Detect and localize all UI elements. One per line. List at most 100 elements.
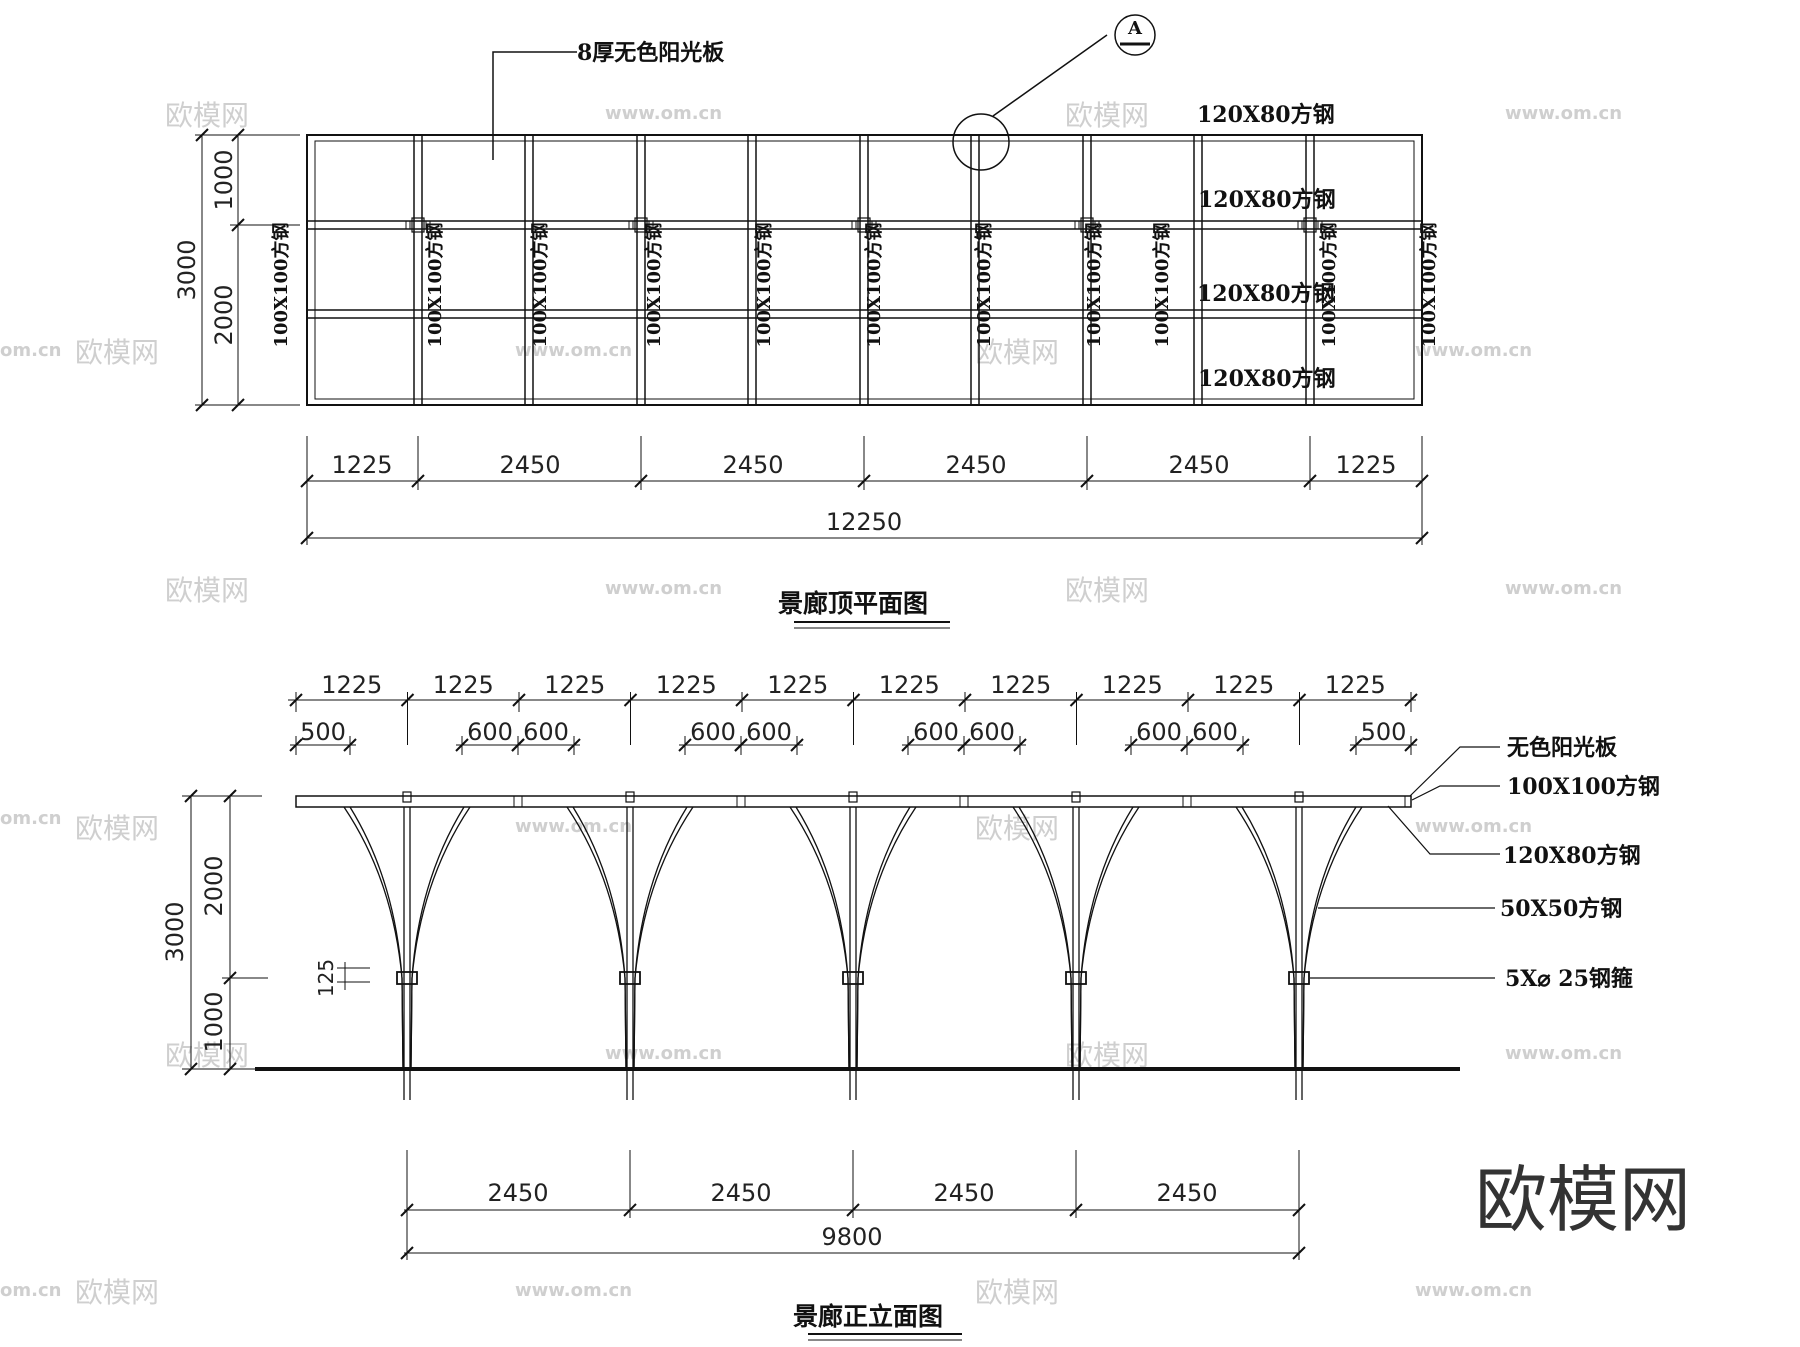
- tick: [1404, 738, 1418, 752]
- beam-label: 120X80方钢: [1197, 102, 1335, 128]
- tick: [223, 971, 237, 985]
- arched-strut: [1079, 806, 1134, 1070]
- steel-hoop: [619, 971, 641, 985]
- arched-strut: [1235, 806, 1296, 1070]
- column-node: [1080, 217, 1094, 233]
- label-leader: [1387, 805, 1500, 855]
- tick: [400, 693, 415, 707]
- watermark-url: www.om.cn: [605, 578, 722, 599]
- elev-dim: 1225: [767, 671, 828, 699]
- arched-strut: [1012, 806, 1073, 1070]
- tick: [1303, 474, 1317, 488]
- tick: [857, 474, 871, 488]
- beam-block: [513, 795, 523, 808]
- elev-dim: 1225: [433, 671, 494, 699]
- watermark-url: www.om.cn: [515, 1280, 632, 1301]
- beam-label: 120X80方钢: [1197, 281, 1335, 307]
- arched-strut: [789, 806, 850, 1070]
- elev-label: 无色阳光板: [1507, 735, 1618, 761]
- plan-title: 景廊顶平面图: [778, 589, 928, 618]
- watermark-logo: 欧模网: [975, 336, 1059, 369]
- elev-small-dim: 125: [314, 959, 338, 997]
- plate-right: [871, 220, 877, 230]
- arched-strut: [1241, 806, 1296, 1070]
- tick: [1124, 738, 1138, 752]
- elev-sub-dim: 500: [300, 718, 346, 746]
- watermark-logo: 欧模网: [975, 812, 1059, 845]
- plan-dim: 1225: [1335, 451, 1396, 479]
- elev-bottom-dim: 2450: [933, 1179, 994, 1207]
- plate-left: [1074, 220, 1080, 230]
- column-node: [857, 217, 871, 233]
- brand-logo: 欧模网: [1475, 1158, 1691, 1242]
- post-cap: [1294, 791, 1304, 803]
- elev-left-dim: 1000: [200, 991, 228, 1052]
- plan-left-dim: 2000: [210, 284, 238, 345]
- tick: [623, 693, 638, 707]
- watermark-url: om.cn: [0, 808, 61, 829]
- beam-block: [736, 795, 746, 808]
- plan-dim: 2450: [1168, 451, 1229, 479]
- arched-strut: [1302, 806, 1357, 1070]
- column-label: 100X100方钢: [1418, 222, 1440, 347]
- tick: [1404, 693, 1418, 707]
- elev-sub-dim: 600: [913, 718, 959, 746]
- tick: [511, 738, 525, 752]
- arched-strut: [1079, 806, 1140, 1070]
- tick: [623, 1203, 637, 1217]
- tick: [678, 738, 692, 752]
- watermark-logo: 欧模网: [1065, 574, 1149, 607]
- elev-left-dim: 2000: [200, 855, 228, 916]
- watermark-logo: 欧模网: [75, 812, 159, 845]
- tick: [1180, 738, 1194, 752]
- plan-view: 8厚无色阳光板 A 120X80方钢 120X80方钢 120X80方钢 120…: [173, 14, 1440, 629]
- tick: [300, 531, 314, 545]
- elev-dim: 1225: [544, 671, 605, 699]
- post-cap: [402, 791, 412, 803]
- elev-sub-dim: 600: [969, 718, 1015, 746]
- elev-left-total: 3000: [161, 901, 189, 962]
- callout-leader: [992, 34, 1108, 117]
- plan-dim: 2450: [945, 451, 1006, 479]
- arched-strut: [566, 806, 627, 1070]
- post-cap: [625, 791, 635, 803]
- tick: [1415, 531, 1429, 545]
- watermark-logo: 欧模网: [75, 1276, 159, 1309]
- column-node: [1303, 217, 1317, 233]
- tick: [1181, 693, 1195, 707]
- elev-sub-dim: 600: [467, 718, 513, 746]
- watermark-url: www.om.cn: [605, 103, 722, 124]
- elev-label: 50X50方钢: [1500, 896, 1622, 922]
- tick: [223, 789, 237, 803]
- elev-bottom-dim: 2450: [1156, 1179, 1217, 1207]
- arched-strut: [343, 806, 404, 1070]
- watermark-logo: 欧模网: [975, 1276, 1059, 1309]
- tick: [411, 474, 425, 488]
- detail-circle: [952, 113, 1010, 171]
- beam-label: 120X80方钢: [1198, 366, 1336, 392]
- tick: [567, 738, 581, 752]
- arched-strut: [410, 806, 471, 1070]
- watermark-url: www.om.cn: [605, 1043, 722, 1064]
- elev-dim: 1225: [990, 671, 1051, 699]
- plate-right: [425, 220, 431, 230]
- watermark-logo: 欧模网: [1065, 99, 1149, 132]
- column-label: 100X100方钢: [753, 222, 775, 347]
- tick: [343, 738, 357, 752]
- column-label: 100X100方钢: [1083, 222, 1105, 347]
- plate-left: [405, 220, 411, 230]
- column-node: [411, 217, 425, 233]
- plan-outline-inner: [314, 140, 1415, 400]
- plan-grid: [307, 135, 1422, 405]
- elev-label: 5X⌀ 25钢箍: [1505, 966, 1633, 992]
- watermark-logo: 欧模网: [165, 1039, 249, 1072]
- steel-hoop: [842, 971, 864, 985]
- post-cap: [1071, 791, 1081, 803]
- beam-block: [1182, 795, 1192, 808]
- watermark-url: www.om.cn: [1415, 816, 1532, 837]
- watermark-url: www.om.cn: [515, 340, 632, 361]
- tick: [957, 738, 971, 752]
- watermark-url: www.om.cn: [515, 816, 632, 837]
